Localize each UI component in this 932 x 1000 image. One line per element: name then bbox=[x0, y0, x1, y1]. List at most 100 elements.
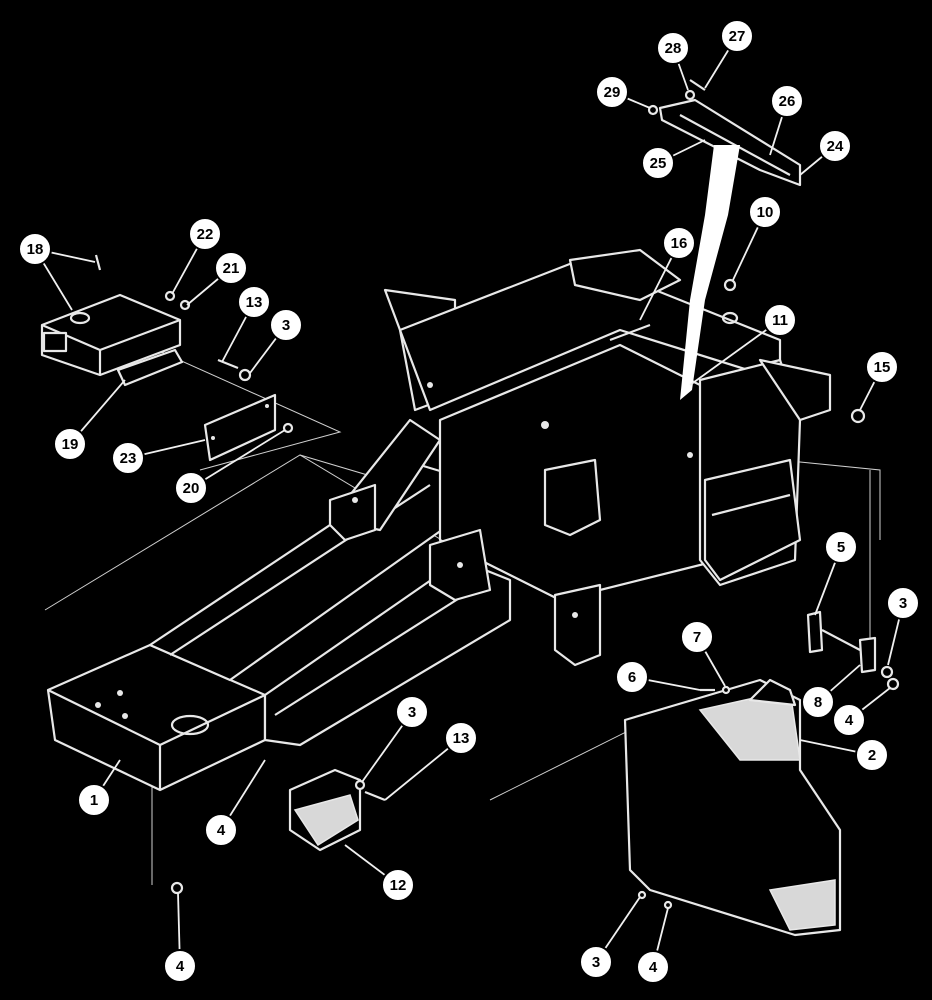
loose-fasteners bbox=[170, 685, 731, 910]
upper-strap-assembly bbox=[609, 79, 866, 424]
callout-number: 8 bbox=[814, 694, 822, 711]
callout-number: 22 bbox=[197, 226, 214, 243]
callout-number: 2 bbox=[868, 747, 876, 764]
lower-right-mount bbox=[553, 583, 602, 667]
callout-4: 4 bbox=[204, 813, 238, 847]
callout-number: 3 bbox=[899, 595, 907, 612]
callout-circle bbox=[163, 949, 197, 983]
callout-number: 18 bbox=[27, 241, 44, 258]
callout-circle bbox=[111, 441, 145, 475]
callout-number: 15 bbox=[874, 359, 891, 376]
callout-19: 19 bbox=[53, 427, 87, 461]
callout-4: 4 bbox=[163, 949, 197, 983]
callout-21: 21 bbox=[214, 251, 248, 285]
callout-circle bbox=[53, 427, 87, 461]
callout-number: 3 bbox=[592, 954, 600, 971]
callout-number: 20 bbox=[183, 480, 200, 497]
callout-1: 1 bbox=[77, 783, 111, 817]
callout-circle bbox=[636, 950, 670, 984]
callout-circle bbox=[662, 226, 696, 260]
callout-number: 23 bbox=[120, 450, 137, 467]
chassis-frame bbox=[46, 248, 832, 792]
callout-circle bbox=[832, 703, 866, 737]
callout-24: 24 bbox=[818, 129, 852, 163]
callout-number: 27 bbox=[729, 28, 746, 45]
callout-number: 19 bbox=[62, 436, 79, 453]
callout-28: 28 bbox=[656, 31, 690, 65]
callout-18: 18 bbox=[18, 232, 52, 266]
callout-13: 13 bbox=[237, 285, 271, 319]
callout-12: 12 bbox=[381, 868, 415, 902]
callout-7: 7 bbox=[680, 620, 714, 654]
callout-circle bbox=[801, 685, 835, 719]
callout-number: 6 bbox=[628, 669, 636, 686]
callout-circle bbox=[886, 586, 920, 620]
callout-circle bbox=[214, 251, 248, 285]
callout-circle bbox=[174, 471, 208, 505]
callout-number: 12 bbox=[390, 877, 407, 894]
callout-circle bbox=[595, 75, 629, 109]
callout-circle bbox=[615, 660, 649, 694]
callout-number: 16 bbox=[671, 235, 688, 252]
callout-3: 3 bbox=[395, 695, 429, 729]
callout-number: 21 bbox=[223, 260, 240, 277]
callout-5: 5 bbox=[824, 530, 858, 564]
left-mount-box bbox=[328, 483, 377, 542]
rear-top-block bbox=[568, 248, 682, 302]
rear-right-bracket bbox=[703, 458, 802, 582]
callout-20: 20 bbox=[174, 471, 208, 505]
front-step bbox=[288, 768, 362, 852]
callout-circle bbox=[237, 285, 271, 319]
callout-circle bbox=[680, 620, 714, 654]
callout-23: 23 bbox=[111, 441, 145, 475]
callout-number: 4 bbox=[176, 958, 185, 975]
callout-29: 29 bbox=[595, 75, 629, 109]
rear-right-block bbox=[758, 358, 832, 422]
callout-number: 7 bbox=[693, 629, 701, 646]
hitch-plate bbox=[203, 393, 277, 462]
callout-number: 5 bbox=[837, 539, 845, 556]
callout-4: 4 bbox=[636, 950, 670, 984]
hitch-receiver bbox=[40, 293, 182, 377]
callout-3: 3 bbox=[269, 308, 303, 342]
callout-circle bbox=[269, 308, 303, 342]
callout-number: 29 bbox=[604, 84, 621, 101]
callout-number: 4 bbox=[217, 822, 226, 839]
callout-26: 26 bbox=[770, 84, 804, 118]
callout-16: 16 bbox=[662, 226, 696, 260]
callout-number: 25 bbox=[650, 155, 667, 172]
callout-number: 13 bbox=[246, 294, 263, 311]
callout-number: 11 bbox=[772, 312, 788, 329]
callout-2: 2 bbox=[855, 738, 889, 772]
callout-circle bbox=[444, 721, 478, 755]
callout-number: 3 bbox=[408, 704, 416, 721]
callout-6: 6 bbox=[615, 660, 649, 694]
callout-circle bbox=[770, 84, 804, 118]
callout-circle bbox=[188, 217, 222, 251]
callout-13: 13 bbox=[444, 721, 478, 755]
callout-15: 15 bbox=[865, 350, 899, 384]
callout-number: 24 bbox=[827, 138, 844, 155]
callout-number: 28 bbox=[665, 40, 682, 57]
callout-circle bbox=[18, 232, 52, 266]
right-bracket-parts bbox=[806, 610, 900, 691]
callout-circle bbox=[865, 350, 899, 384]
callout-labels: 1233334444567810111213131516181920212223… bbox=[18, 19, 920, 984]
hitch-slide bbox=[116, 348, 184, 387]
rear-fender-step bbox=[623, 678, 842, 937]
callout-4: 4 bbox=[832, 703, 866, 737]
callout-circle bbox=[641, 146, 675, 180]
callout-circle bbox=[855, 738, 889, 772]
callout-circle bbox=[763, 303, 797, 337]
callout-number: 10 bbox=[757, 204, 774, 221]
callout-number: 4 bbox=[649, 959, 658, 976]
callout-circle bbox=[818, 129, 852, 163]
callout-circle bbox=[381, 868, 415, 902]
callout-circle bbox=[395, 695, 429, 729]
callout-number: 3 bbox=[282, 317, 290, 334]
callout-10: 10 bbox=[748, 195, 782, 229]
callout-number: 4 bbox=[845, 712, 854, 729]
callout-number: 1 bbox=[90, 792, 98, 809]
center-mount-box bbox=[543, 458, 602, 537]
